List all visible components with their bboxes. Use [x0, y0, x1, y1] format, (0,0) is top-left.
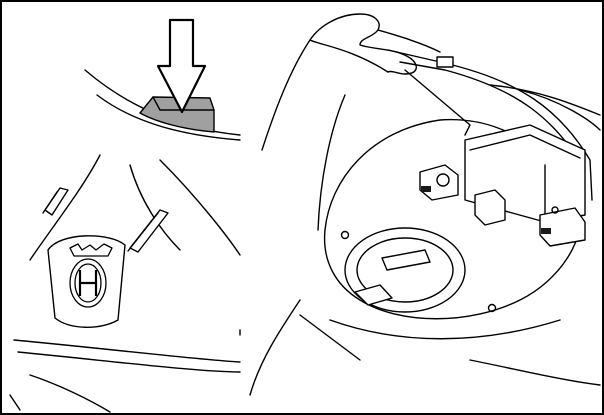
body-rim-top2: [519, 89, 601, 131]
vent-slot-right-line: [127, 212, 159, 252]
vent-slot-left-line: [42, 191, 58, 214]
connector-right: [539, 207, 586, 247]
lid-clip: [436, 56, 454, 68]
body-line-right: [159, 159, 241, 256]
logo-ring-inner: [74, 263, 102, 303]
body-rim-top: [489, 84, 601, 116]
body-lower-right: [469, 359, 601, 386]
blade-slot: [381, 249, 431, 271]
body-line-left: [29, 154, 101, 261]
lid-arm: [404, 69, 471, 136]
right-panel: [249, 13, 601, 396]
logo-shield-outer: [47, 235, 126, 328]
bottom-line-4: [9, 394, 21, 411]
body-rim-lower: [249, 299, 301, 396]
bottom-line-1: [13, 339, 241, 363]
down-arrow-icon: [156, 18, 207, 114]
body-lower-diag: [299, 314, 361, 361]
height-knob: [436, 173, 450, 187]
dome-arc-inner: [96, 94, 241, 141]
screw-2: [487, 303, 497, 313]
dark-accents: [421, 186, 551, 234]
body-rim-left: [317, 94, 346, 231]
hand-finger: [309, 39, 389, 73]
body-lower-curve: [329, 319, 561, 340]
logo-letter-h: [78, 270, 98, 296]
control-panel-ridge: [469, 134, 581, 159]
connector-clip: [474, 189, 506, 226]
hatch-edge: [152, 96, 215, 111]
blade-disc-outer: [344, 227, 466, 313]
connector-accent: [541, 228, 551, 234]
logo-ring-outer: [69, 258, 107, 308]
body-line-center: [129, 164, 181, 251]
blade-latch: [354, 284, 393, 306]
blade-disc-inner: [356, 237, 454, 303]
screw-1: [340, 230, 350, 240]
left-panel: [9, 18, 241, 413]
knob-accent: [421, 186, 431, 192]
screw-3: [551, 206, 559, 214]
bottom-line-3: [29, 374, 111, 413]
logo-crown: [69, 243, 113, 257]
bottom-line-2: [17, 351, 241, 373]
hand-thumb: [377, 29, 441, 53]
brand-logo-icon: [69, 243, 113, 308]
